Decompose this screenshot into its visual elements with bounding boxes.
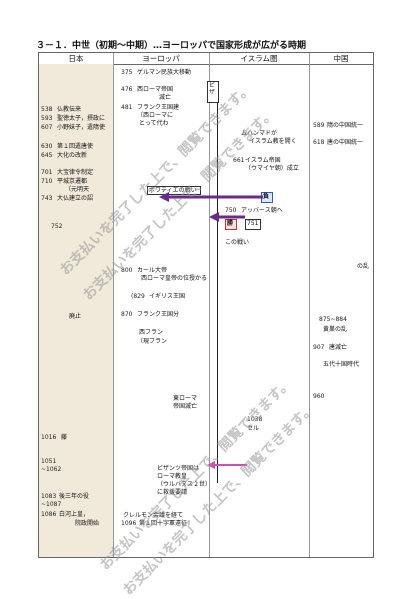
event: 帝国滅亡: [173, 403, 198, 410]
event: 後三年の役: [59, 493, 90, 500]
event: （ウルバヌス２世）: [157, 481, 212, 488]
page-title: ３－１．中世（初期～中期）…ヨーロッパで国家形成が広がる時期: [36, 41, 307, 51]
event: セル: [247, 425, 260, 432]
year: 630: [41, 143, 53, 150]
event: 藤: [61, 434, 68, 441]
event: フランク王国分: [137, 311, 180, 318]
year: 661: [233, 157, 245, 164]
year: 1096: [121, 520, 137, 527]
win-arrow: [209, 212, 245, 222]
event: に救援要請: [157, 489, 188, 496]
header-islam: イスラム圏: [209, 53, 309, 65]
event: （西ローマに: [137, 112, 174, 119]
event: 唐の中国統一: [327, 139, 364, 146]
year: 1051: [41, 458, 57, 465]
battle-box: ポワティエの戦い: [147, 186, 201, 195]
divider: [113, 53, 114, 557]
year: 710: [41, 178, 53, 185]
year: 1038: [247, 416, 263, 423]
event: の乱: [357, 263, 370, 270]
byzantium-label: ビザ: [207, 81, 219, 103]
event: 黄巣の乱: [323, 326, 348, 333]
event: 唐滅亡: [329, 344, 348, 351]
year: 645: [41, 152, 53, 159]
year: 538: [41, 106, 53, 113]
win-badge: 勝: [225, 219, 237, 230]
timeline-table: 日本 ヨーロッパ イスラム圏 中国 538 仏教伝来 593 聖徳太子，摂政に …: [38, 52, 374, 558]
event: 平城京遷都: [57, 178, 88, 185]
year: 743: [41, 195, 53, 202]
event: 第１回十字軍遠征: [139, 520, 188, 527]
event: 小野妹子，遣隋使: [57, 124, 106, 131]
event: 滅亡: [159, 94, 172, 101]
year: 1083: [41, 493, 57, 500]
header-china: 中国: [309, 53, 373, 65]
event: 白河上皇，: [59, 511, 90, 518]
year: 1016: [41, 434, 57, 441]
year: 870: [121, 311, 133, 318]
year-box: 751: [245, 219, 261, 230]
event: この戦い: [225, 239, 250, 246]
year: 618: [313, 139, 325, 146]
year: 481: [121, 104, 133, 111]
year: 593: [41, 115, 53, 122]
event: アッバース朝へ: [241, 207, 283, 214]
request-arrow: [207, 461, 247, 469]
year: 607: [41, 124, 53, 131]
event: （ウマイヤ朝）成立: [245, 165, 299, 172]
event: 大宝律令制定: [57, 169, 94, 176]
year: ~1087: [41, 501, 62, 508]
event: ローマ教皇: [157, 473, 188, 480]
year: 589: [313, 122, 325, 129]
year: ~1062: [41, 466, 62, 473]
event: イスラム帝国: [245, 157, 281, 164]
event: クレルモン会議を経て: [123, 512, 184, 519]
event: イギリス王国: [149, 293, 186, 300]
event: （現フラン: [137, 338, 168, 345]
year: 960: [313, 393, 325, 400]
year: 1086: [41, 511, 57, 518]
event: とって代わ: [139, 120, 169, 127]
event: 西ローマ皇帝の位授かる: [141, 275, 208, 282]
event: 聖徳太子，摂政に: [57, 115, 106, 122]
event: ムハンマドが: [241, 130, 278, 137]
divider: [209, 53, 210, 557]
event: 院政開始: [75, 520, 100, 527]
japan-column: [39, 64, 114, 557]
event: （元明天: [65, 186, 90, 193]
year: 875~884: [319, 316, 347, 323]
event: 仏教伝来: [57, 106, 82, 113]
year: 476: [121, 86, 133, 93]
event: 廃止: [69, 313, 82, 320]
year: 752: [51, 223, 63, 230]
year: 907: [313, 344, 325, 351]
event: 西フラン: [139, 329, 164, 336]
event: カール大帝: [137, 267, 168, 274]
event: 大仏建立の詔: [57, 195, 94, 202]
event: ゲルマン民族大移動: [137, 69, 192, 76]
event: フランク王国建: [137, 104, 180, 111]
year: 701: [41, 169, 53, 176]
event: イスラム教を開く: [249, 138, 297, 145]
year: 750: [225, 207, 237, 214]
event: 大化の改新: [57, 152, 88, 159]
byzantium-line: [217, 83, 218, 483]
event: 第１回遣唐使: [57, 143, 94, 150]
event: 西ローマ帝国: [137, 86, 174, 93]
event: 隋の中国統一: [327, 122, 364, 129]
divider: [309, 53, 310, 557]
event: 東ローマ: [173, 395, 198, 402]
header-europe: ヨーロッパ: [113, 53, 209, 65]
year: (829: [131, 293, 145, 300]
year: 375: [121, 69, 133, 76]
event: ビザンツ帝国は: [157, 465, 200, 472]
battle-arrow: [159, 192, 263, 202]
year: 800: [121, 267, 133, 274]
event: 五代十国時代: [323, 361, 360, 368]
